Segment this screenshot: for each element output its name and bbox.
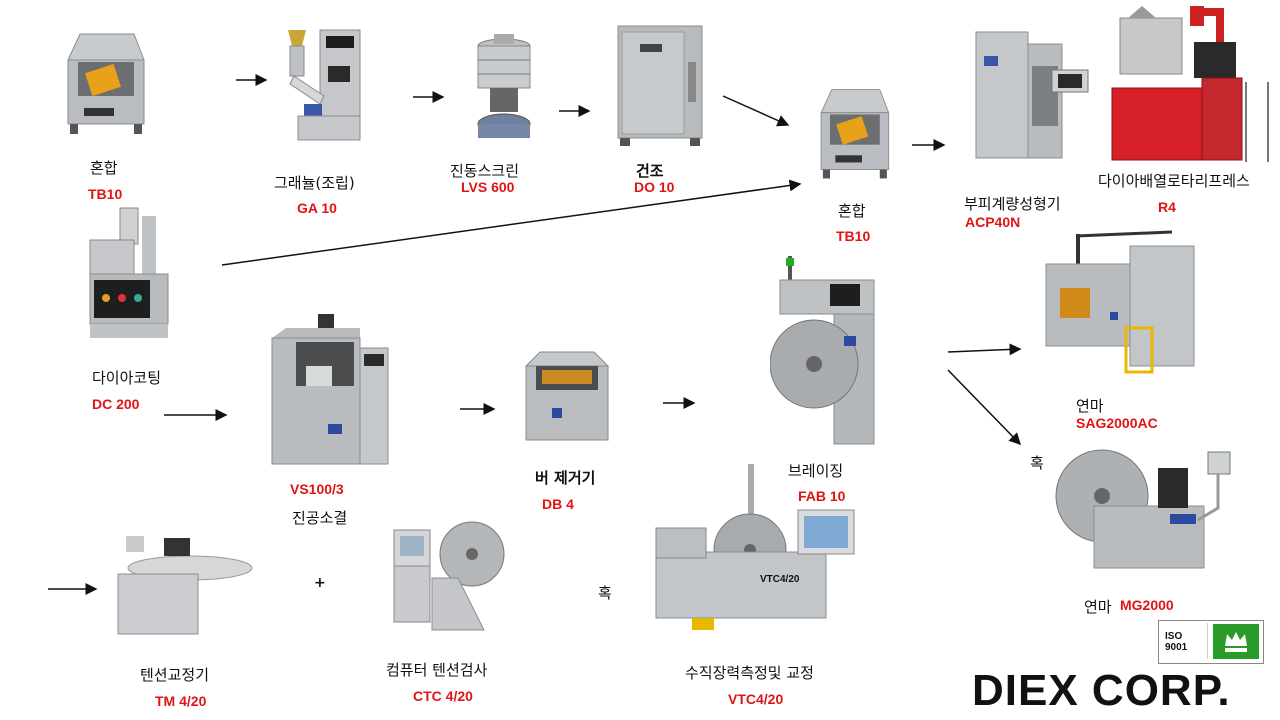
ga10-name: 그래뉼(조립) — [274, 174, 355, 192]
vs100-name: 진공소결 — [292, 509, 348, 527]
vs100-machine-image — [271, 314, 389, 465]
mg2000-code: MG2000 — [1120, 597, 1174, 613]
db4-code: DB 4 — [542, 496, 574, 512]
mg2000-machine-image — [1055, 449, 1231, 569]
sag2000ac-machine-image — [1045, 230, 1195, 374]
lvs600-name: 진동스크린 — [450, 162, 520, 180]
dc200-code: DC 200 — [92, 396, 140, 412]
or-connector-right: 혹 — [1030, 454, 1044, 472]
acp40n-name: 부피계량성형기 — [964, 195, 1061, 213]
do10-machine-image — [617, 25, 703, 146]
tm420-name: 텐션교정기 — [140, 666, 210, 684]
lvs600-machine-image — [477, 34, 531, 138]
tm420-machine-image — [117, 536, 253, 635]
ga10-code: GA 10 — [297, 200, 337, 216]
crown-icon — [1213, 624, 1259, 659]
tm420-code: TM 4/20 — [155, 693, 207, 709]
arrow-fab10-mg2000 — [947, 369, 1022, 446]
fab10-machine-image — [770, 256, 875, 445]
r4-code: R4 — [1158, 199, 1176, 215]
ctc420-code: CTC 4/20 — [413, 688, 473, 704]
tb10-machine-image — [67, 33, 145, 134]
tb10-2-code: TB10 — [836, 228, 871, 244]
tb10-name: 혼합 — [90, 159, 118, 177]
do10-code: DO 10 — [634, 179, 675, 195]
fab10-code: FAB 10 — [798, 488, 846, 504]
sag2000ac-name: 연마 — [1076, 397, 1104, 415]
db4-name: 버 제거기 — [535, 469, 596, 487]
iso-certification-badge: ISO 9001 — [1158, 620, 1264, 664]
arrow-do10-tb10 — [722, 95, 790, 127]
diex-corp-logo: DIEX CORP. — [972, 666, 1231, 715]
tb10-machine-image-2 — [820, 89, 890, 179]
vtc420-name: 수직장력측정및 교정 — [685, 664, 814, 682]
vtc420-machine-label: VTC4/20 — [760, 574, 800, 585]
acp40n-code: ACP40N — [965, 214, 1021, 230]
db4-machine-image — [524, 351, 610, 441]
iso-badge-panel: ISO 9001 — [1161, 623, 1208, 659]
vtc420-code: VTC4/20 — [728, 691, 784, 707]
do10-name: 건조 — [636, 162, 664, 180]
ctc420-machine-image — [393, 521, 505, 631]
ctc420-name: 컴퓨터 텐션검사 — [386, 661, 488, 679]
vtc420-machine-image: VTC4/20 — [655, 464, 855, 630]
iso-badge-text: ISO 9001 — [1165, 631, 1188, 653]
r4-machine-image — [1111, 6, 1269, 162]
mg2000-name: 연마 — [1084, 598, 1112, 616]
r4-name: 다이아배열로타리프레스 — [1098, 172, 1250, 190]
vs100-code: VS100/3 — [290, 481, 344, 497]
arrow-dc200-tb10 — [221, 179, 802, 266]
or-connector-bottom: 혹 — [598, 584, 612, 602]
tb10-code: TB10 — [88, 186, 123, 202]
acp40n-machine-image — [975, 31, 1089, 159]
arrow-fab10-sag2000ac — [947, 343, 1022, 356]
tb10-2-name: 혼합 — [838, 202, 866, 220]
fab10-name: 브레이징 — [788, 462, 844, 480]
lvs600-code: LVS 600 — [461, 179, 515, 195]
sag2000ac-code: SAG2000AC — [1076, 415, 1158, 431]
dc200-machine-image — [89, 207, 169, 338]
ga10-machine-image — [288, 29, 361, 141]
dc200-name: 다이아코팅 — [92, 369, 162, 387]
plus-connector: + — [314, 575, 326, 591]
